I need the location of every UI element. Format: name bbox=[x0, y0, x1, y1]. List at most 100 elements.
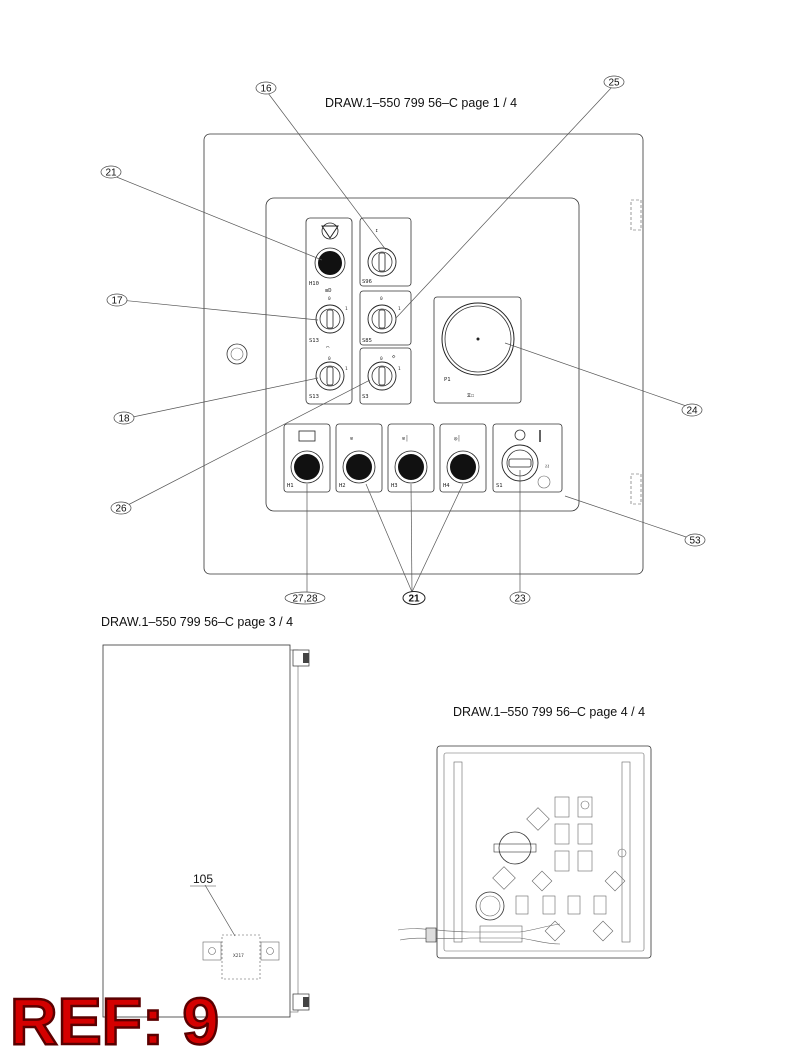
h3-lamp bbox=[398, 454, 424, 480]
s96-box bbox=[359, 217, 412, 287]
p1-gauge-center bbox=[476, 337, 480, 341]
h2-box bbox=[335, 423, 383, 493]
s96-switch-inner bbox=[371, 251, 393, 273]
h4-box bbox=[439, 423, 487, 493]
h4-lamp bbox=[450, 454, 476, 480]
label-s13-top: S13 bbox=[309, 338, 319, 344]
hinge-bottom bbox=[630, 473, 642, 505]
label-s1: S1 bbox=[496, 483, 503, 489]
beacon-icon: ◇ bbox=[392, 354, 396, 360]
callout-24: 24 bbox=[681, 403, 703, 417]
round-relay bbox=[498, 831, 532, 865]
p1-box bbox=[433, 296, 522, 404]
din-rail-right bbox=[621, 761, 631, 943]
s1-box bbox=[492, 423, 563, 493]
s3-switch-inner bbox=[371, 365, 393, 387]
callout-27-28: 27,28 bbox=[284, 591, 326, 605]
s85-switch-knob bbox=[378, 309, 386, 329]
title-page-4: DRAW.1–550 799 56–C page 4 / 4 bbox=[453, 705, 645, 719]
coolant-temp-icon: ◎│ bbox=[454, 434, 461, 442]
label-s3: S3 bbox=[362, 394, 369, 400]
h2-lamp bbox=[346, 454, 372, 480]
label-h3: H3 bbox=[391, 483, 398, 489]
label-s96: S96 bbox=[362, 279, 372, 285]
s13-switch-bottom-knob bbox=[326, 366, 334, 386]
din-rail-left bbox=[453, 761, 463, 943]
pos-1-b: 1 bbox=[345, 366, 348, 372]
reference-stamp: REF: 9 bbox=[10, 984, 219, 1053]
pos-0-d: 0 bbox=[380, 356, 383, 362]
wiper-icon: ⌒ bbox=[326, 345, 330, 351]
callout-21-bottom: 21 bbox=[402, 591, 426, 605]
cable-harness bbox=[397, 923, 561, 945]
side-panel-outline bbox=[102, 644, 291, 1018]
ignition-off-icon bbox=[514, 429, 526, 441]
callout-53: 53 bbox=[684, 533, 706, 547]
s13-switch-top-knob bbox=[326, 309, 334, 329]
label-s13-bottom: S13 bbox=[309, 394, 319, 400]
svg-text:16: 16 bbox=[260, 84, 272, 95]
svg-text:21: 21 bbox=[105, 168, 117, 179]
oil-pressure-icon: ⊙ bbox=[350, 436, 353, 442]
side-hinge-top-fill bbox=[303, 653, 309, 663]
title-page-1: DRAW.1–550 799 56–C page 1 / 4 bbox=[325, 96, 517, 110]
s1-key bbox=[508, 458, 532, 468]
warning-icon-ring bbox=[321, 222, 339, 240]
svg-text:26: 26 bbox=[115, 504, 127, 515]
label-p1: P1 bbox=[444, 377, 451, 383]
start-icon bbox=[537, 475, 551, 489]
svg-text:17: 17 bbox=[111, 296, 123, 307]
svg-text:53: 53 bbox=[689, 536, 701, 547]
label-h10: H10 bbox=[309, 281, 319, 287]
lock-inner bbox=[230, 347, 244, 361]
s85-switch-inner bbox=[371, 308, 393, 330]
x217-connector bbox=[221, 934, 261, 980]
small-relays bbox=[492, 866, 626, 942]
svg-text:21: 21 bbox=[408, 594, 420, 605]
callouts: 16 25 21 17 18 24 26 53 bbox=[100, 75, 706, 605]
h10-lamp bbox=[318, 251, 342, 275]
s85-box bbox=[359, 290, 412, 346]
light-icon: ≡D bbox=[325, 288, 332, 294]
label-s85: S85 bbox=[362, 338, 372, 344]
left-switch-group bbox=[305, 217, 353, 405]
leader-lines bbox=[113, 86, 696, 593]
pos-0-c: 0 bbox=[380, 296, 383, 302]
hinge-top bbox=[630, 199, 642, 231]
warning-triangle-icon bbox=[321, 225, 339, 239]
p1-gauge-inner bbox=[444, 305, 512, 373]
control-panel-outline bbox=[265, 197, 580, 512]
preheat-icon: ≀≀ bbox=[545, 464, 549, 470]
svg-text:25: 25 bbox=[608, 78, 620, 89]
label-h2: H2 bbox=[339, 483, 346, 489]
pos-1-a: 1 bbox=[345, 306, 348, 312]
s13-switch-top-inner bbox=[319, 308, 341, 330]
label-h1: H1 bbox=[287, 483, 294, 489]
svg-text:27,28: 27,28 bbox=[292, 594, 317, 605]
s13-switch-bottom-inner bbox=[319, 365, 341, 387]
h1-lamp bbox=[294, 454, 320, 480]
svg-text:18: 18 bbox=[118, 414, 130, 425]
pos-0-b: 0 bbox=[328, 356, 331, 362]
lift-icon: ↕ bbox=[375, 228, 378, 234]
svg-text:23: 23 bbox=[514, 594, 526, 605]
cabinet-outline bbox=[203, 133, 644, 575]
oil-temp-icon: ⊙│ bbox=[402, 434, 409, 442]
x217-left-tab bbox=[202, 941, 222, 961]
callout-17: 17 bbox=[106, 293, 128, 307]
hourglass-icon: ⧖☐ bbox=[467, 393, 475, 399]
side-view: X217 105 bbox=[102, 644, 310, 1018]
callout-23: 23 bbox=[509, 591, 531, 605]
callout-105: 105 bbox=[193, 872, 213, 886]
lock-outer bbox=[226, 343, 248, 365]
front-panel-view: H10 ≡D 0 1 S13 ⌒ 0 1 S13 ↕ S96 0 1 S85 ◇… bbox=[203, 133, 644, 575]
pos-1-c: 1 bbox=[398, 306, 401, 312]
callout-26: 26 bbox=[110, 501, 132, 515]
interior-outer bbox=[436, 745, 652, 959]
interior-inner bbox=[443, 752, 645, 952]
s96-switch-knob bbox=[378, 252, 386, 272]
s3-switch-knob bbox=[378, 366, 386, 386]
battery-icon bbox=[298, 430, 316, 442]
s3-box bbox=[359, 347, 412, 405]
